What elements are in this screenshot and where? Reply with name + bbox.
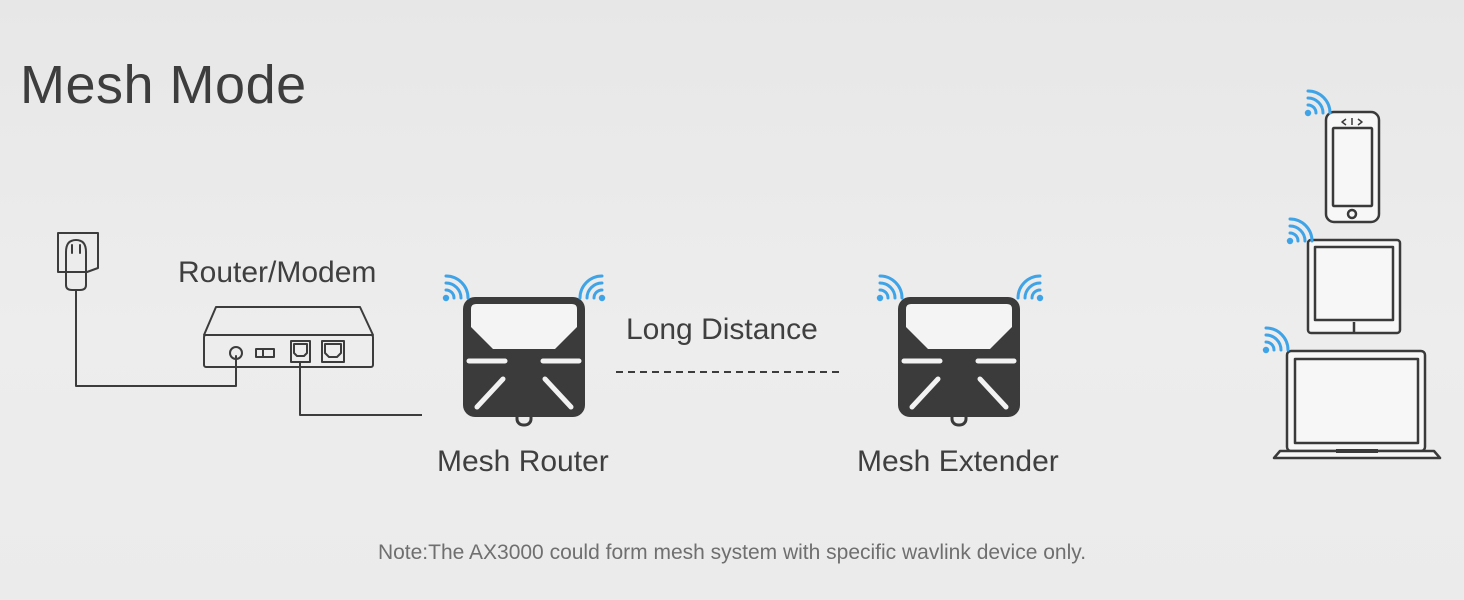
smartphone-icon — [1324, 110, 1381, 224]
page-title: Mesh Mode — [20, 55, 307, 115]
long-distance-label: Long Distance — [626, 313, 818, 346]
mesh-extender-label: Mesh Extender — [857, 445, 1059, 478]
mesh-extender-icon — [898, 297, 1020, 425]
tablet-icon — [1306, 238, 1402, 335]
router-modem-label: Router/Modem — [178, 256, 377, 289]
wifi-icon — [1261, 326, 1290, 355]
wifi-icon — [1303, 89, 1332, 118]
footnote: Note:The AX3000 could form mesh system w… — [377, 541, 1087, 564]
wall-outlet-icon — [57, 232, 237, 387]
laptop-icon — [1272, 349, 1442, 460]
router-modem-icon — [203, 306, 422, 416]
mesh-router-label: Mesh Router — [437, 445, 609, 478]
mesh-router-icon — [463, 297, 585, 425]
